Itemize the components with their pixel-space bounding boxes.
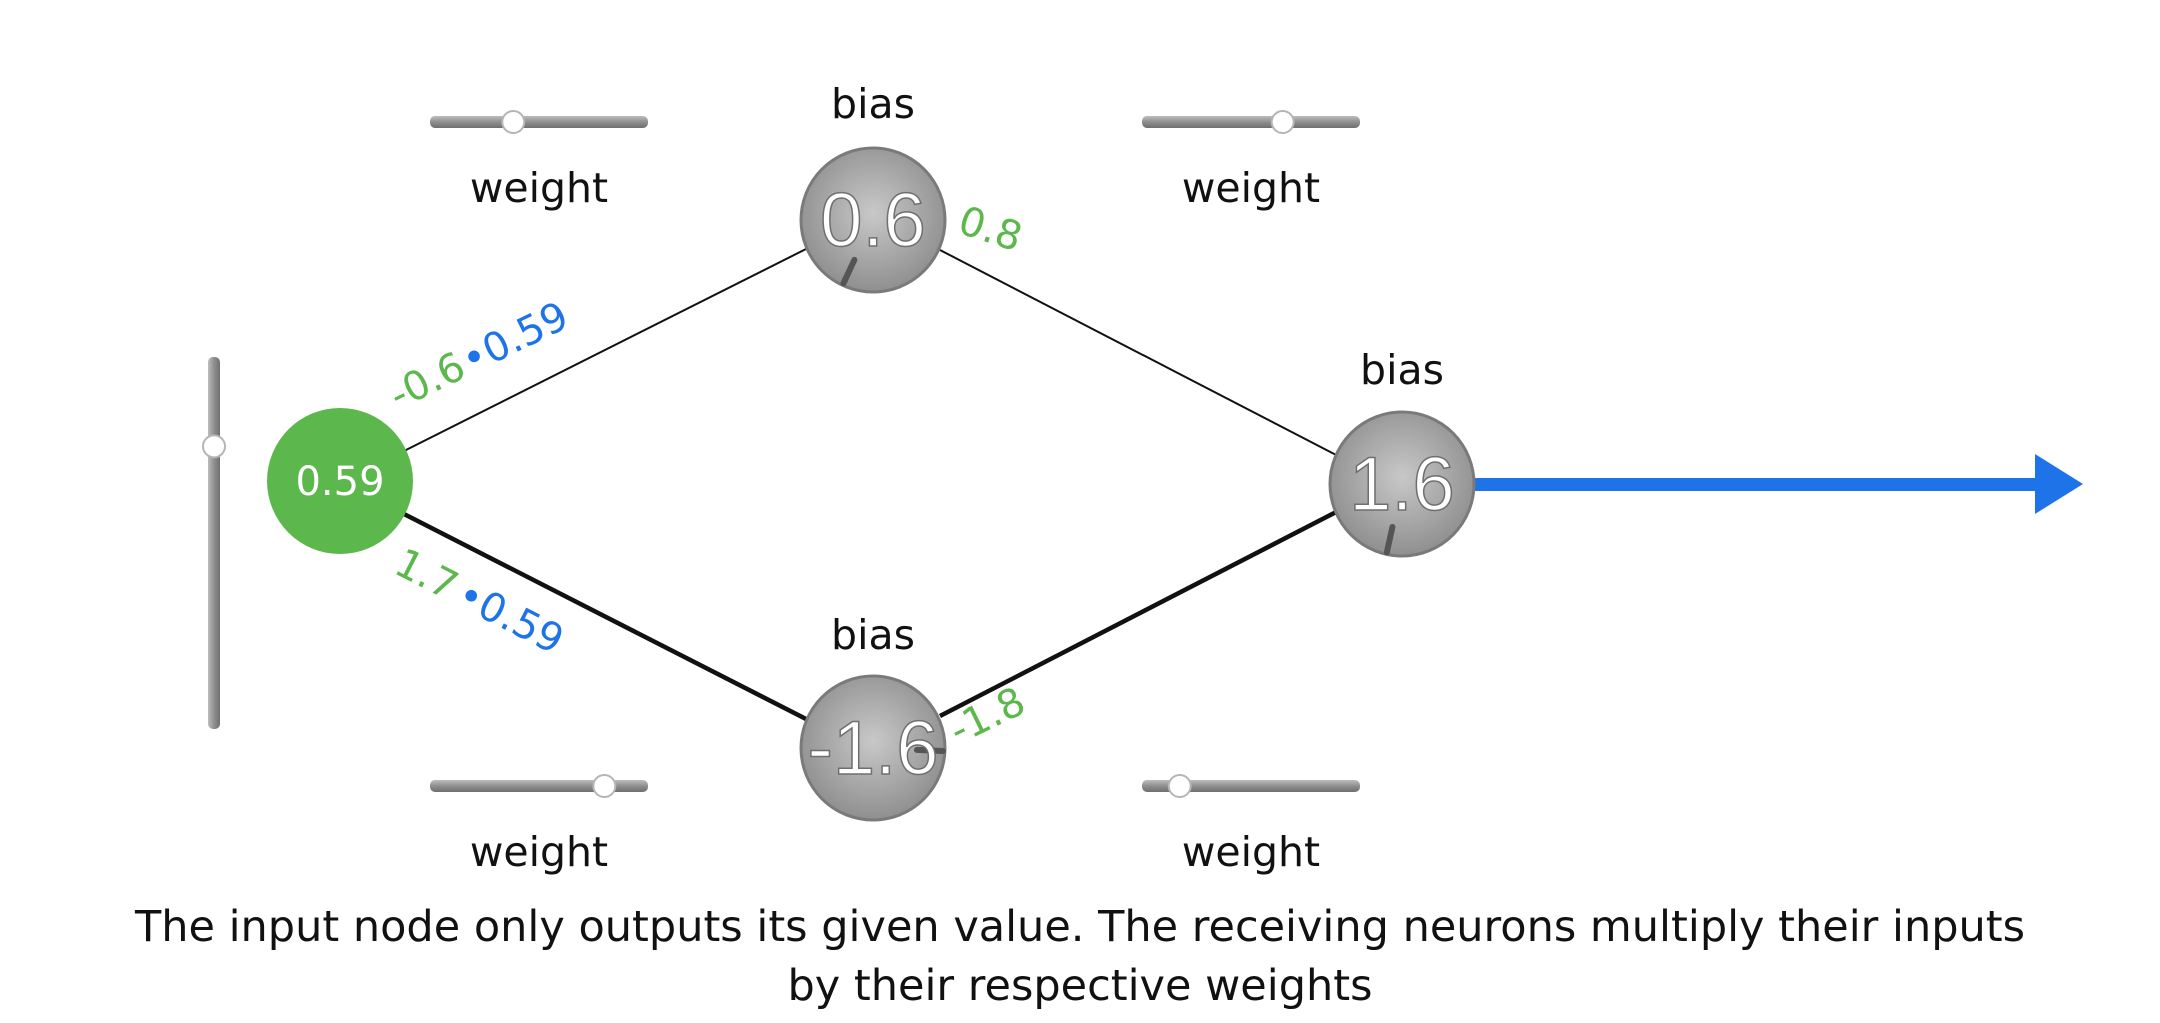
caption: The input node only outputs its given va… <box>0 898 2160 1016</box>
caption-line-2: by their respective weights <box>787 961 1373 1011</box>
output-arrow <box>1472 454 2083 514</box>
output-bias-dial[interactable] <box>1383 523 1396 556</box>
edge-bottom-in-input: 0.59 <box>471 582 571 663</box>
edge-bottom-in-weight: 1.7 <box>387 540 465 610</box>
hidden-bottom-bias-dial[interactable] <box>913 746 946 755</box>
input-node-value: 0.59 <box>295 459 384 505</box>
weight-slider-knob[interactable] <box>501 110 526 134</box>
edge-top-in-input: 0.59 <box>475 293 575 373</box>
output-bias-label: bias <box>1360 346 1444 394</box>
input-slider-knob[interactable] <box>202 434 226 459</box>
hidden-top-bias-label: bias <box>831 80 915 128</box>
weight-label: weight <box>1182 164 1320 212</box>
hidden-top-value: 0.6 <box>820 178 926 263</box>
input-slider[interactable] <box>202 357 226 729</box>
weight-slider-bottom-right[interactable]: weight <box>1142 774 1360 876</box>
weight-label: weight <box>470 828 608 876</box>
weight-slider-bottom-left[interactable]: weight <box>430 774 648 876</box>
edge-label-bottom-in: 1.7•0.59 <box>387 540 570 664</box>
weight-slider-knob[interactable] <box>592 774 617 798</box>
edge-top-in-weight: -0.6 <box>382 343 472 419</box>
weight-slider-top-right[interactable]: weight <box>1142 110 1360 212</box>
hidden-top-bias-dial[interactable] <box>840 256 858 287</box>
caption-line-1: The input node only outputs its given va… <box>134 902 2026 952</box>
hidden-bottom-neuron[interactable]: -1.6 <box>799 674 947 822</box>
edge-bottom-to-output <box>938 507 1342 719</box>
output-neuron[interactable]: 1.6 <box>1328 410 1476 558</box>
weight-slider-top-left[interactable]: weight <box>430 110 648 212</box>
hidden-bottom-bias-label: bias <box>831 611 915 659</box>
edge-bottom-out-weight: -1.8 <box>942 678 1032 754</box>
weight-label: weight <box>470 164 608 212</box>
edge-input-to-top <box>403 247 809 452</box>
hidden-top-neuron[interactable]: 0.6 <box>799 146 947 294</box>
output-value: 1.6 <box>1349 442 1455 527</box>
edge-input-to-bottom <box>402 511 810 723</box>
edge-top-to-output <box>939 249 1341 458</box>
edge-top-out-weight: 0.8 <box>953 198 1028 261</box>
weight-label: weight <box>1182 828 1320 876</box>
edge-label-top-in: -0.6•0.59 <box>382 293 575 419</box>
input-node[interactable]: 0.59 <box>267 408 413 554</box>
weight-slider-knob[interactable] <box>1167 774 1192 798</box>
hidden-bottom-value: -1.6 <box>808 706 939 791</box>
weight-slider-knob[interactable] <box>1270 110 1295 134</box>
